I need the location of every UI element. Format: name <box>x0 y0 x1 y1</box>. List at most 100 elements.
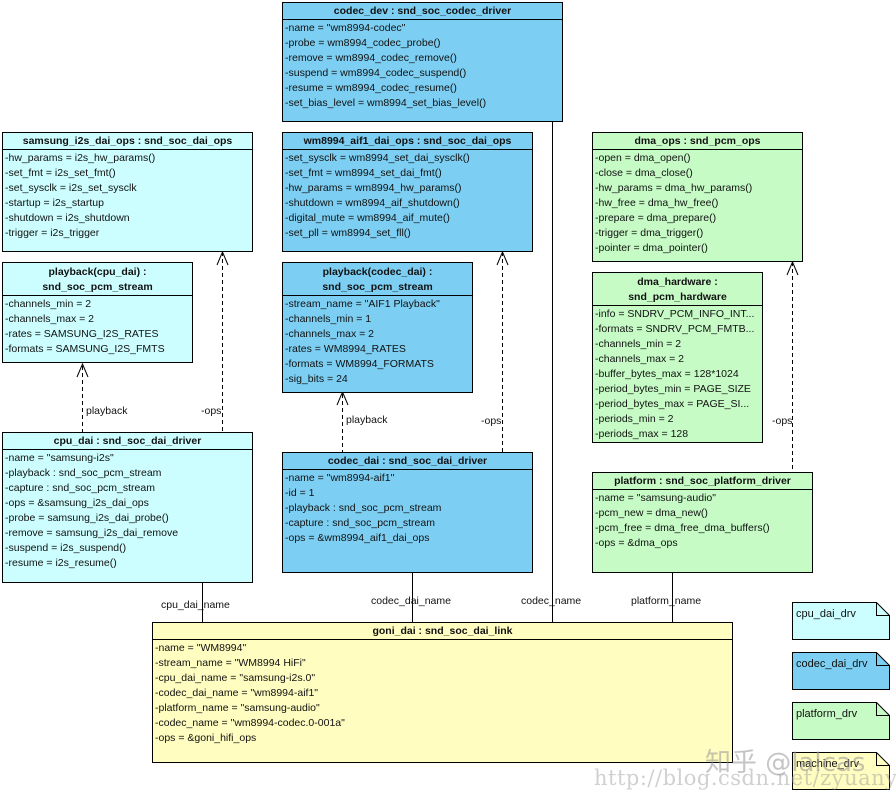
object-attribute: -name = "wm8994-aif1" <box>285 472 395 484</box>
dma-ops-object[interactable]: dma_ops : snd_pcm_ops -open = dma_open()… <box>592 132 803 262</box>
legend-label: platform_drv <box>796 708 858 720</box>
object-attribute: -capture : snd_soc_pcm_stream <box>285 517 435 529</box>
arrowhead-cpu-playback <box>76 362 89 378</box>
object-attribute: -channels_min = 2 <box>5 298 92 310</box>
object-attribute: -remove = samsung_i2s_dai_remove <box>5 527 179 539</box>
playback-cpu-dai-object[interactable]: playback(cpu_dai) : snd_soc_pcm_stream -… <box>2 262 193 363</box>
object-attribute: -pcm_free = dma_free_dma_buffers() <box>595 522 770 534</box>
object-attribute: -name = "samsung-i2s" <box>5 452 114 464</box>
object-attribute: -close = dma_close() <box>595 167 693 179</box>
codec-dev-object[interactable]: codec_dev : snd_soc_codec_driver -name =… <box>282 2 563 122</box>
object-attribute: -ops = &dma_ops <box>595 537 678 549</box>
object-title: codec_dai : snd_soc_dai_driver <box>283 453 532 470</box>
link-label-cpu-ops: -ops <box>201 405 222 417</box>
link-label-cpu-playback: playback <box>86 405 128 417</box>
object-attribute: -open = dma_open() <box>595 152 691 164</box>
object-attribute: -set_bias_level = wm8994_set_bias_level(… <box>285 97 487 109</box>
object-attribute: -trigger = i2s_trigger <box>5 227 100 239</box>
object-attribute: -hw_params = dma_hw_params() <box>595 182 753 194</box>
legend-note-cpu-dai-drv: cpu_dai_drv <box>792 602 890 640</box>
object-title: cpu_dai : snd_soc_dai_driver <box>3 433 252 450</box>
object-attribute: -hw_params = i2s_hw_params() <box>5 152 156 164</box>
object-attribute: -channels_max = 2 <box>285 328 375 340</box>
platform-object[interactable]: platform : snd_soc_platform_driver -name… <box>592 472 813 573</box>
note-shape-icon <box>792 752 890 790</box>
object-attribute: -hw_free = dma_hw_free() <box>595 197 719 209</box>
object-attribute: -period_bytes_max = PAGE_SI... <box>595 398 750 410</box>
note-shape-icon <box>792 602 890 640</box>
arrowhead-platform-ops <box>786 260 799 276</box>
object-attribute: -pcm_new = dma_new() <box>595 507 708 519</box>
object-attribute: -name = "WM8994" <box>155 642 247 654</box>
object-attribute: -trigger = dma_trigger() <box>595 227 704 239</box>
object-attribute: -set_fmt = wm8994_set_dai_fmt() <box>285 167 442 179</box>
object-title-line1: playback(cpu_dai) : <box>48 266 147 278</box>
object-title-line1: dma_hardware : <box>637 276 718 288</box>
object-attribute: -probe = samsung_i2s_dai_probe() <box>5 512 169 524</box>
object-title: dma_ops : snd_pcm_ops <box>593 133 802 150</box>
object-attribute: -period_bytes_min = PAGE_SIZE <box>595 383 751 395</box>
object-attribute: -name = "wm8994-codec" <box>285 22 406 34</box>
object-attribute: -suspend = wm8994_codec_suspend() <box>285 67 467 79</box>
object-attribute: -set_fmt = i2s_set_fmt() <box>5 167 116 179</box>
legend-note-codec-dai-drv: codec_dai_drv <box>792 652 890 690</box>
note-shape-icon <box>792 702 890 740</box>
object-attribute: -remove = wm8994_codec_remove() <box>285 52 457 64</box>
object-title-line2: snd_pcm_hardware <box>628 291 727 303</box>
object-attribute: -capture : snd_soc_pcm_stream <box>5 482 155 494</box>
wm8994-aif1-dai-ops-object[interactable]: wm8994_aif1_dai_ops : snd_soc_dai_ops -s… <box>282 132 533 252</box>
object-attribute: -playback : snd_soc_pcm_stream <box>285 502 442 514</box>
link-label-codec-name: codec_name <box>521 595 582 607</box>
codec-dai-object[interactable]: codec_dai : snd_soc_dai_driver -name = "… <box>282 452 533 573</box>
object-attribute: -formats = SNDRV_PCM_FMTB... <box>595 323 755 335</box>
object-attribute: -formats = WM8994_FORMATS <box>285 358 434 370</box>
object-title-line2: snd_soc_pcm_stream <box>42 281 153 293</box>
object-title: codec_dev : snd_soc_codec_driver <box>283 3 562 20</box>
legend-note-platform-drv: platform_drv <box>792 702 890 740</box>
object-attribute: -probe = wm8994_codec_probe() <box>285 37 441 49</box>
object-attribute: -id = 1 <box>285 487 315 499</box>
object-attribute: -name = "samsung-audio" <box>595 492 716 504</box>
object-attribute: -platform_name = "samsung-audio" <box>155 702 320 714</box>
link-label-codec-ops: -ops <box>481 415 502 427</box>
dma-hardware-object[interactable]: dma_hardware : snd_pcm_hardware -info = … <box>592 272 763 443</box>
object-title-line2: snd_soc_pcm_stream <box>322 281 433 293</box>
object-attribute: -cpu_dai_name = "samsung-i2s.0" <box>155 672 316 684</box>
object-attribute: -resume = i2s_resume() <box>5 557 117 569</box>
arrowhead-cpu-ops <box>216 250 229 266</box>
link-label-platform-name: platform_name <box>631 595 702 607</box>
object-attribute: -info = SNDRV_PCM_INFO_INT... <box>595 308 755 320</box>
object-attribute: -stream_name = "WM8994 HiFi" <box>155 657 306 669</box>
object-attribute: -channels_max = 2 <box>595 353 685 365</box>
object-title: platform : snd_soc_platform_driver <box>593 473 812 490</box>
object-attribute: -playback : snd_soc_pcm_stream <box>5 467 162 479</box>
link-label-codec-playback: playback <box>346 414 388 426</box>
object-attribute: -rates = SAMSUNG_I2S_RATES <box>5 328 159 340</box>
legend-label: machine_drv <box>796 758 859 770</box>
samsung-i2s-dai-ops-object[interactable]: samsung_i2s_dai_ops : snd_soc_dai_ops -h… <box>2 132 253 252</box>
object-attribute: -stream_name = "AIF1 Playback" <box>285 298 440 310</box>
object-title-line1: playback(codec_dai) : <box>322 266 433 278</box>
link-label-cpu-dai-name: cpu_dai_name <box>161 599 230 611</box>
playback-codec-dai-object[interactable]: playback(codec_dai) : snd_soc_pcm_stream… <box>282 262 473 393</box>
object-attribute: -prepare = dma_prepare() <box>595 212 717 224</box>
object-attribute: -rates = WM8994_RATES <box>285 343 406 355</box>
object-attribute: -shutdown = wm8994_aif_shutdown() <box>285 197 460 209</box>
object-attribute: -channels_min = 1 <box>285 313 372 325</box>
object-attribute: -pointer = dma_pointer() <box>595 242 708 254</box>
object-attribute: -codec_name = "wm8994-codec.0-001a" <box>155 717 345 729</box>
object-attribute: -suspend = i2s_suspend() <box>5 542 127 554</box>
object-attribute: -digital_mute = wm8994_aif_mute() <box>285 212 450 224</box>
legend-label: cpu_dai_drv <box>796 608 856 620</box>
legend-label: codec_dai_drv <box>796 658 868 670</box>
cpu-dai-object[interactable]: cpu_dai : snd_soc_dai_driver -name = "sa… <box>2 432 253 583</box>
goni-dai-object[interactable]: goni_dai : snd_soc_dai_link -name = "WM8… <box>152 622 733 763</box>
object-attribute: -shutdown = i2s_shutdown <box>5 212 130 224</box>
object-attribute: -set_sysclk = wm8994_set_dai_sysclk() <box>285 152 470 164</box>
object-attribute: -periods_min = 2 <box>595 413 674 425</box>
watermark-zhihu: 知乎 @lalcas <box>705 748 866 778</box>
watermark-url: http://blog.csdn.net/zyuanyun <box>594 766 896 790</box>
note-shape-icon <box>792 652 890 690</box>
object-attribute: -formats = SAMSUNG_I2S_FMTS <box>5 343 165 355</box>
